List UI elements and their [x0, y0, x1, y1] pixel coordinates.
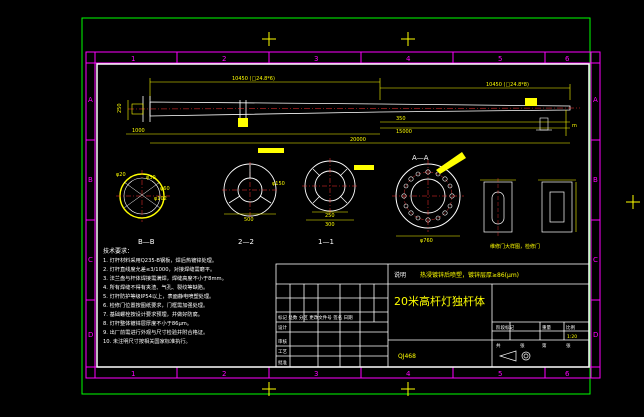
title-right-header-2: 重量: [542, 324, 551, 331]
zone-label-left-c: C: [88, 256, 93, 264]
bb-dim-2: φ102: [154, 196, 167, 202]
note-1: 1. 灯杆材料采用Q235-B钢板，焊后热镀锌处理。: [103, 256, 217, 264]
note-9: 9. 出厂前需进行外观与尺寸检验并附合格证。: [103, 328, 208, 336]
note-4: 4. 所有焊缝不得有夹渣、气孔、裂纹等缺陷。: [103, 283, 208, 291]
title-left-row-5: 批准: [278, 359, 287, 366]
pole-centerline: [127, 107, 581, 110]
note-8: 8. 灯杆整体镀锌层厚度不小于86μm。: [103, 319, 192, 327]
bb-dim-1: φ30: [146, 175, 156, 181]
s22-dim-1: φ150: [272, 181, 285, 187]
dim-mid: 15000: [396, 129, 412, 135]
title-right-header-1: 阶段标记: [496, 324, 514, 331]
section-22: φ150 500 2—2: [222, 148, 285, 246]
s11-dim-2: 300: [325, 222, 335, 228]
door-detail-caption: 维修门大样图，检修门: [490, 243, 540, 250]
zone-label-top-5: 5: [498, 55, 502, 63]
zone-label-right-a: A: [593, 96, 598, 104]
zone-labels-bottom: 1 2 3 4 5 6: [131, 370, 570, 378]
door-marker-1: [238, 118, 248, 127]
section-11-label: 1—1: [318, 238, 334, 246]
zone-label-bottom-2: 2: [222, 370, 226, 378]
title-sheet-3: 第: [542, 342, 547, 349]
section-11: 250 300 1—1: [302, 158, 374, 246]
zone-label-right-c: C: [593, 256, 598, 264]
section-bb: φ30 φ102 φ60 φ20 B—B: [116, 170, 170, 246]
s11-dim-1: 250: [325, 213, 335, 219]
note-10: 10. 未注明尺寸按相关国家标准执行。: [103, 337, 191, 345]
zone-label-bottom-3: 3: [314, 370, 318, 378]
section-aa: φ760 A—A: [392, 152, 466, 244]
pole-elevation-view: 10450 (□24.8*6) 10450 (□24.8*8) 250 1000: [117, 76, 581, 144]
zone-label-right-d: D: [593, 331, 598, 339]
zone-label-bottom-4: 4: [406, 370, 411, 378]
zone-label-top-1: 1: [131, 55, 135, 63]
zone-label-left-b: B: [88, 176, 93, 184]
title-right-header-3: 比例: [566, 324, 575, 331]
title-material-note: 热浸镀锌后喷塑，镀锌层厚≥86(μm): [420, 271, 519, 279]
title-sheet-1: 共: [496, 342, 501, 349]
door-detail: [480, 178, 577, 236]
note-3: 3. 法兰盘与杆体焊接需满焊，焊缝高度不小于8mm。: [103, 274, 227, 282]
note-7: 7. 基础螺栓按设计要求预埋，并做好防腐。: [103, 310, 203, 318]
title-left-row-3: 审核: [278, 338, 287, 345]
title-left-row-4: 工艺: [278, 349, 287, 355]
s22-dim-2: 500: [244, 217, 254, 223]
dim-total: 20000: [350, 137, 366, 143]
section-bb-label: B—B: [138, 238, 155, 246]
zone-labels-top: 1 2 3 4 5 6: [131, 55, 570, 63]
door-marker-2: [525, 98, 537, 106]
title-left-row-2: 设计: [278, 324, 287, 331]
zone-labels-side: A B C D A B C D: [88, 96, 598, 339]
zone-label-bottom-6: 6: [565, 370, 570, 378]
zone-label-top-6: 6: [565, 55, 570, 63]
center-marks: [262, 32, 640, 396]
title-material-label: 说明: [394, 271, 406, 279]
aa-dim-1: φ760: [420, 238, 433, 244]
section-aa-label: A—A: [412, 154, 429, 162]
bb-dim-4: φ20: [116, 172, 126, 178]
zone-frame: [85, 51, 601, 379]
dim-top-left: 10450 (□24.8*6): [232, 76, 275, 82]
drawing-title: 20米高杆灯独杆体: [394, 294, 485, 308]
drawing-code: QJ468: [398, 353, 416, 360]
outer-frame: [81, 17, 591, 395]
title-scale-value: 1:20: [567, 334, 577, 340]
zone-label-top-4: 4: [406, 55, 411, 63]
projection-symbol-icon: [498, 350, 531, 362]
note-5: 5. 灯杆防护等级IP54以上，表面静电喷塑处理。: [103, 292, 214, 300]
zone-label-bottom-1: 1: [131, 370, 135, 378]
zone-label-top-3: 3: [314, 55, 318, 63]
dim-base: 1000: [132, 128, 145, 134]
dim-top-right: 10450 (□24.8*8): [486, 82, 529, 88]
title-block: [275, 263, 590, 368]
bb-dim-3: φ60: [160, 186, 170, 192]
title-sheet-2: 张: [520, 342, 525, 349]
zone-label-left-d: D: [88, 331, 93, 339]
technical-notes: 技术要求： 1. 灯杆材料采用Q235-B钢板，焊后热镀锌处理。 2. 灯杆直线…: [103, 247, 227, 345]
dim-left-height: 250: [117, 103, 123, 113]
title-sheet-4: 张: [566, 342, 571, 349]
zone-label-top-2: 2: [222, 55, 226, 63]
note-6: 6. 检修门位置按图纸要求，门框需加强处理。: [103, 301, 208, 309]
svg-text:m: m: [572, 123, 577, 129]
title-left-row-1: 标记 处数 分区 更改文件号 签名 日期: [278, 314, 353, 321]
zone-label-right-b: B: [593, 176, 598, 184]
notes-title: 技术要求：: [103, 247, 133, 255]
zone-label-left-a: A: [88, 96, 93, 104]
dim-mid2: 350: [396, 116, 406, 122]
zone-label-bottom-5: 5: [498, 370, 502, 378]
note-2: 2. 灯杆直线度允差≤3/1000，对接焊缝需磨平。: [103, 265, 215, 273]
section-22-label: 2—2: [238, 238, 254, 246]
